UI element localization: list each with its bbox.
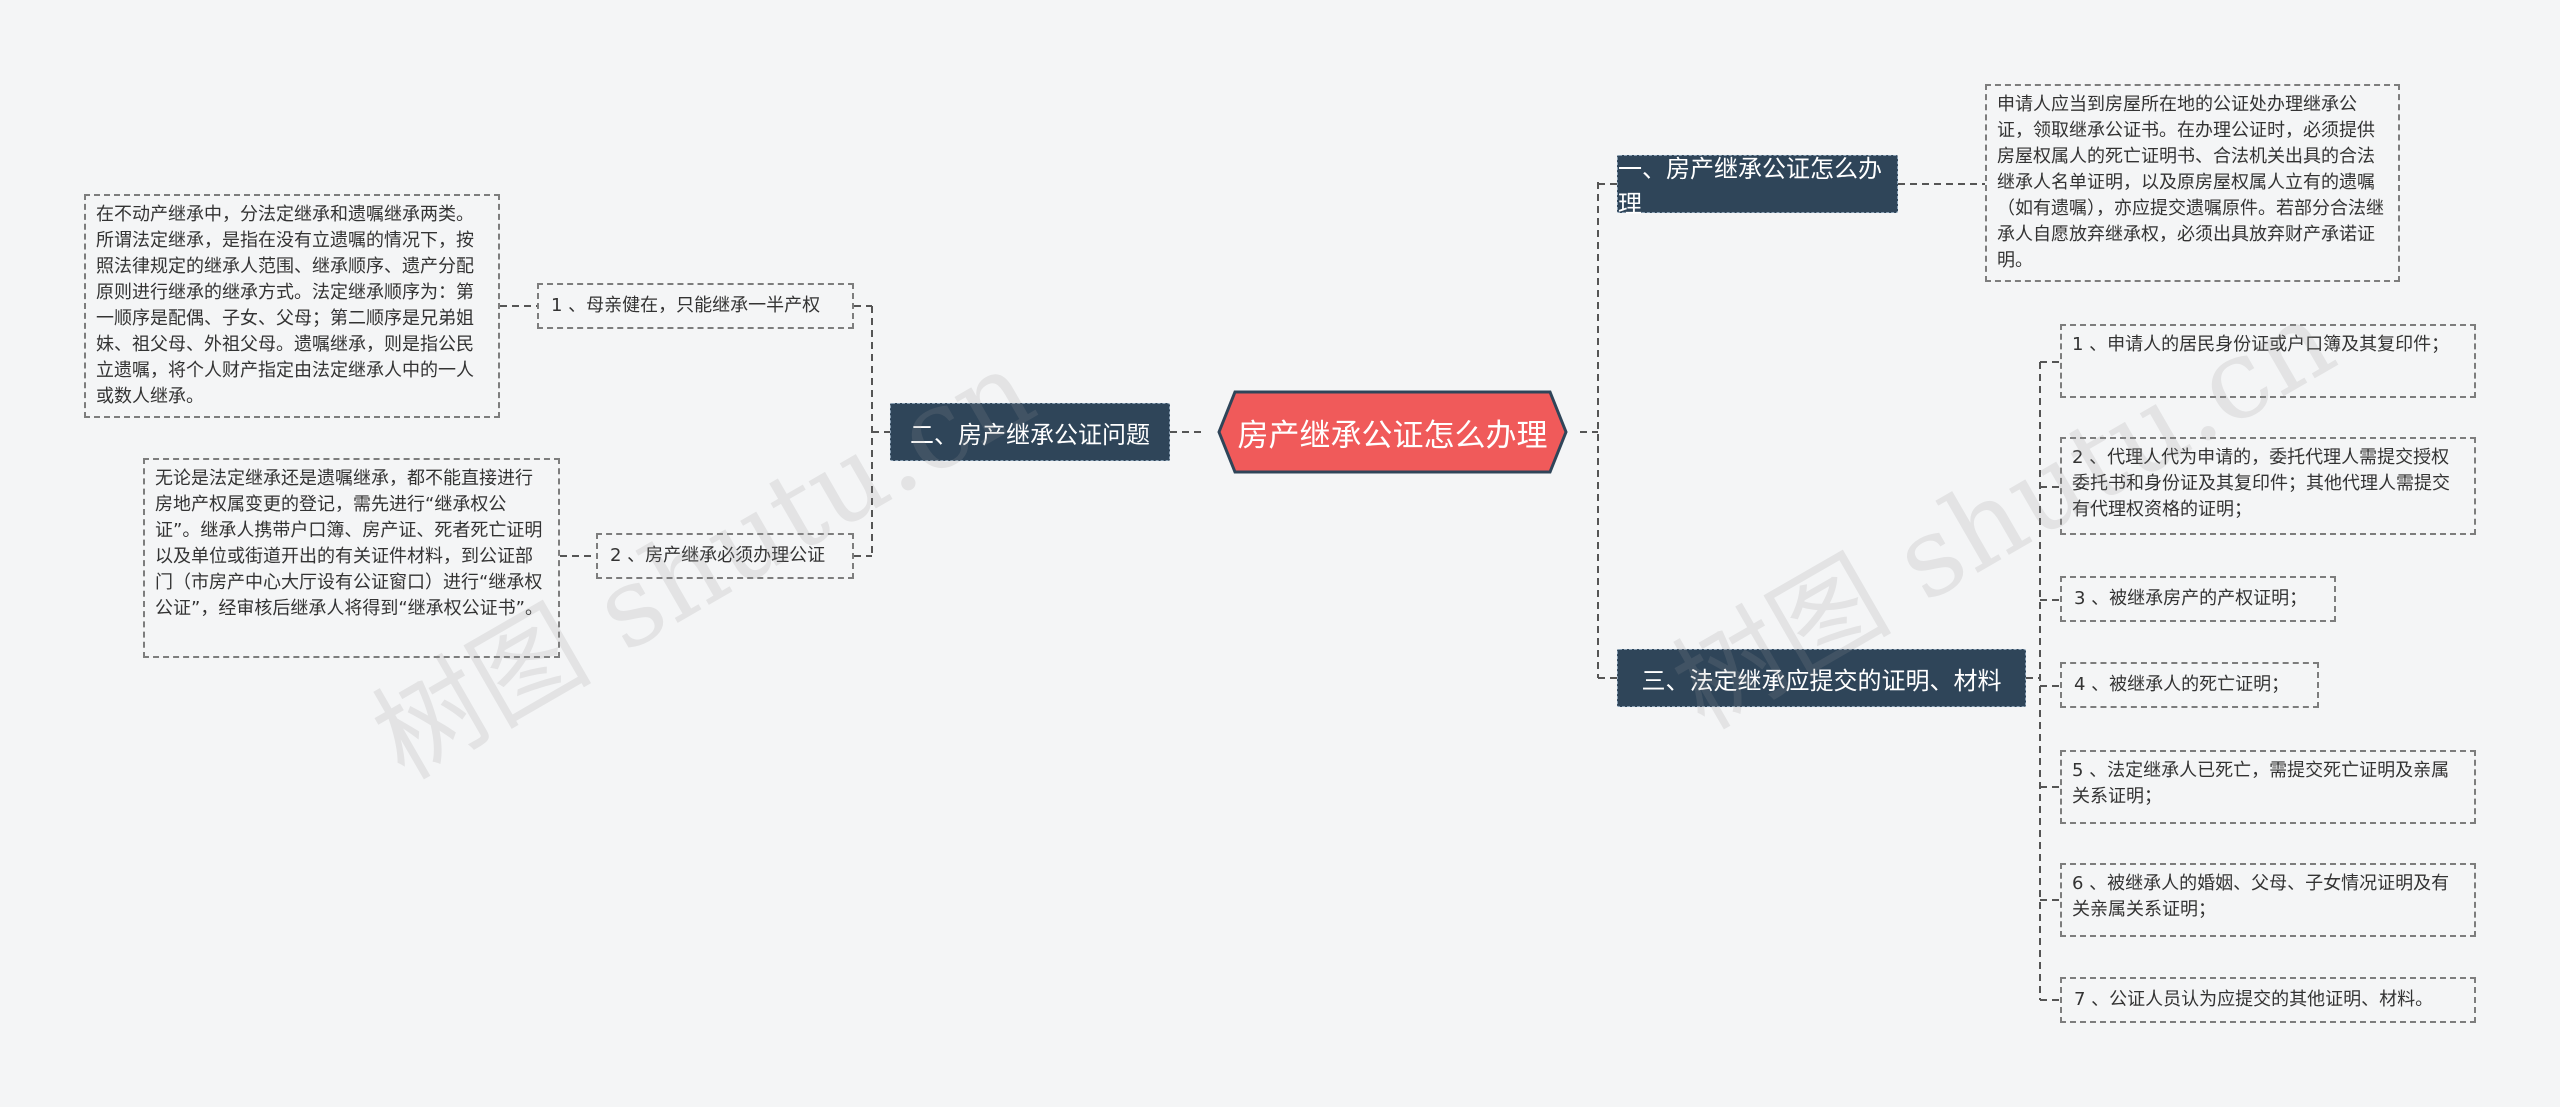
b3-leaf-7: 7 、公证人员认为应提交的其他证明、材料。 (2060, 977, 2476, 1023)
b3-leaf-2: 2 、代理人代为申请的，委托代理人需提交授权委托书和身份证及其复印件；其他代理人… (2060, 437, 2476, 535)
b3-leaf-6: 6 、被继承人的婚姻、父母、子女情况证明及有关亲属关系证明； (2060, 863, 2476, 937)
branch-2-label: 二、房产继承公证问题 (910, 420, 1150, 449)
b3-leaf-1: 1 、申请人的居民身份证或户口簿及其复印件； (2060, 324, 2476, 398)
b3-leaf-5-text: 5 、法定继承人已死亡，需提交死亡证明及亲属关系证明； (2072, 760, 2450, 807)
b2-item-2-detail-text: 无论是法定继承还是遗嘱继承，都不能直接进行房地产权属变更的登记，需先进行“继承权… (155, 468, 543, 619)
branch-2[interactable]: 二、房产继承公证问题 (890, 403, 1170, 461)
b2-item-1[interactable]: 1 、母亲健在，只能继承一半产权 (537, 283, 854, 329)
b2-item-1-detail: 在不动产继承中，分法定继承和遗嘱继承两类。所谓法定继承，是指在没有立遗嘱的情况下… (84, 194, 500, 418)
b3-leaf-6-text: 6 、被继承人的婚姻、父母、子女情况证明及有关亲属关系证明； (2072, 873, 2450, 920)
branch-3-label: 三、法定继承应提交的证明、材料 (1641, 666, 2002, 695)
b3-leaf-4: 4 、被继承人的死亡证明； (2060, 662, 2319, 708)
root-label: 房产继承公证怎么办理 (1237, 417, 1548, 454)
b3-leaf-2-text: 2 、代理人代为申请的，委托代理人需提交授权委托书和身份证及其复印件；其他代理人… (2072, 447, 2450, 520)
b3-leaf-3: 3 、被继承房产的产权证明； (2060, 576, 2336, 622)
b3-leaf-4-text: 4 、被继承人的死亡证明； (2074, 674, 2290, 695)
branch-1[interactable]: 一、房产继承公证怎么办理 (1617, 155, 1898, 218)
b2-item-1-label: 1 、母亲健在，只能继承一半产权 (551, 295, 821, 316)
b2-item-1-detail-text: 在不动产继承中，分法定继承和遗嘱继承两类。所谓法定继承，是指在没有立遗嘱的情况下… (96, 204, 474, 407)
branch-3[interactable]: 三、法定继承应提交的证明、材料 (1617, 649, 2026, 707)
b1-leaf-text: 申请人应当到房屋所在地的公证处办理继承公证，领取继承公证书。在办理公证时，必须提… (1997, 94, 2384, 271)
b3-leaf-1-text: 1 、申请人的居民身份证或户口簿及其复印件； (2072, 334, 2450, 355)
b3-leaf-7-text: 7 、公证人员认为应提交的其他证明、材料。 (2074, 989, 2434, 1010)
root-hexagon-shape (1217, 390, 1568, 474)
b2-item-2[interactable]: 2 、房产继承必须办理公证 (596, 533, 854, 579)
b2-item-2-detail: 无论是法定继承还是遗嘱继承，都不能直接进行房地产权属变更的登记，需先进行“继承权… (143, 458, 560, 658)
branch-1-label: 一、房产继承公证怎么办理 (1618, 155, 1882, 218)
b2-item-2-label: 2 、房产继承必须办理公证 (610, 545, 826, 566)
root-node[interactable]: 房产继承公证怎么办理 (1205, 390, 1580, 474)
b3-leaf-3-text: 3 、被继承房产的产权证明； (2074, 588, 2308, 609)
b3-leaf-5: 5 、法定继承人已死亡，需提交死亡证明及亲属关系证明； (2060, 750, 2476, 824)
b1-leaf-procedure: 申请人应当到房屋所在地的公证处办理继承公证，领取继承公证书。在办理公证时，必须提… (1985, 84, 2400, 282)
